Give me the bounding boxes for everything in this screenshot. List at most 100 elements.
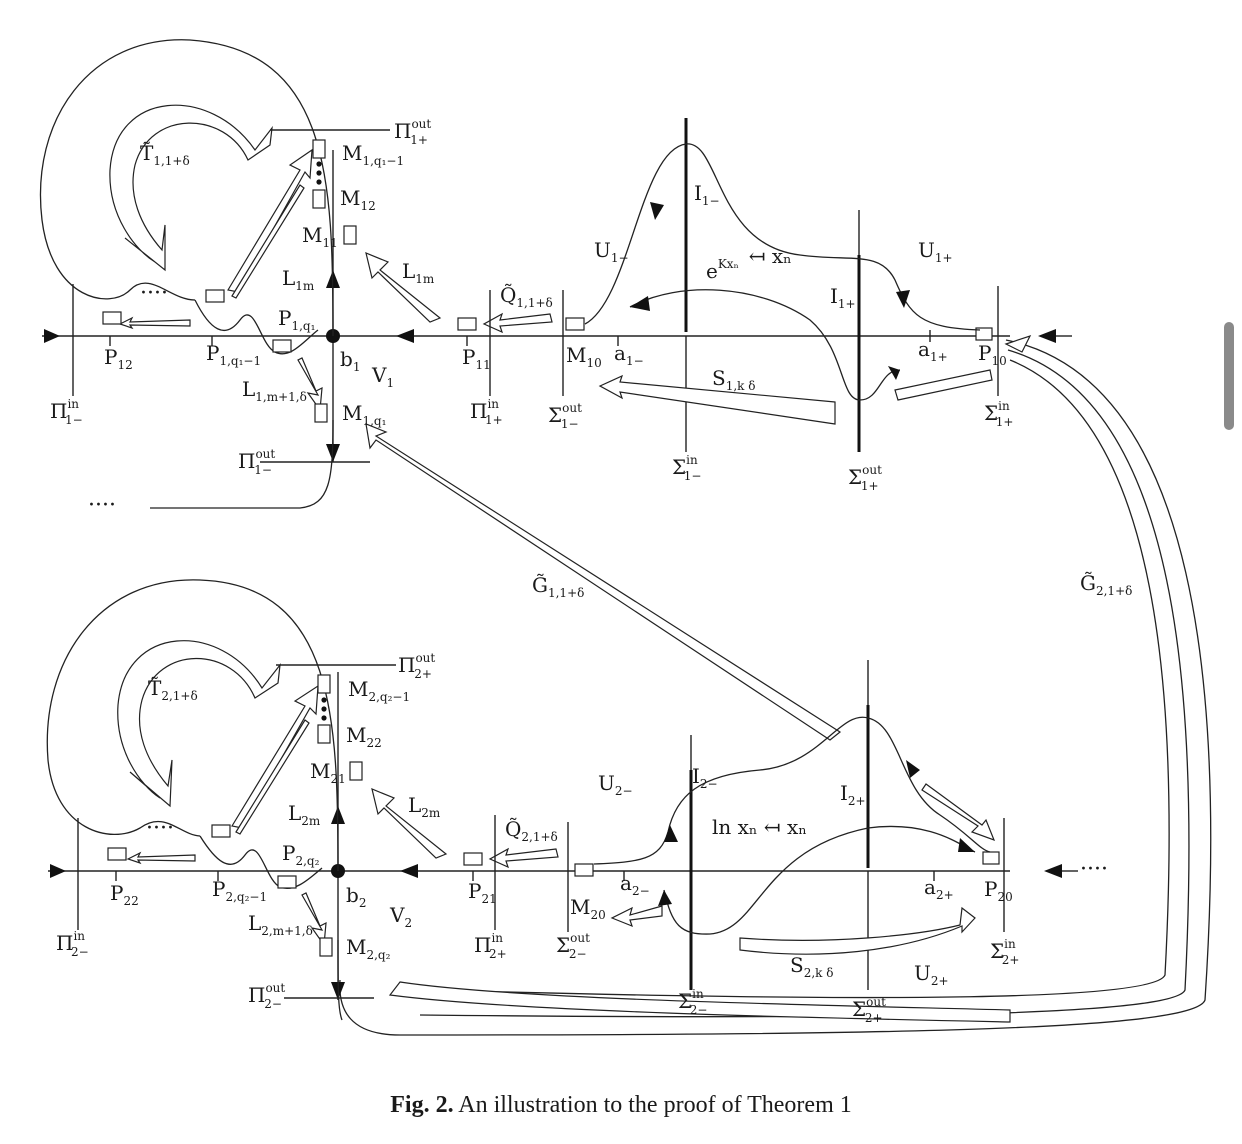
arrow-icon (326, 444, 340, 462)
scrollbar-thumb[interactable] (1224, 322, 1234, 430)
figure-number: Fig. 2. (390, 1092, 454, 1118)
arrow-icon (658, 890, 672, 906)
box-m2q2 (319, 937, 333, 957)
label-U2m: U2− (598, 771, 633, 798)
label-P12: P12 (104, 345, 133, 372)
arrow-icon (396, 329, 414, 343)
q2-arrow (488, 847, 559, 869)
label-M22: M22 (346, 723, 382, 750)
t-map-arrow-1 (109, 104, 273, 272)
label-M21: M21 (310, 759, 346, 786)
caption-text: An illustration to the proof of Theorem … (458, 1092, 852, 1118)
label-I1p: I1+ (830, 284, 856, 311)
box-m11 (343, 225, 357, 245)
loop-curve-2 (46, 579, 339, 872)
g21-arrow (339, 339, 1212, 1036)
label-a2p: a2+ (924, 875, 954, 902)
label-L2m_b: L2m (408, 793, 441, 820)
box-m21 (349, 761, 363, 781)
arrow-icon (630, 296, 650, 311)
label-b1: b1 (340, 347, 360, 374)
label-T2: T̃2,1+δ (148, 676, 198, 703)
label-P22: P22 (110, 881, 139, 908)
loop-curve-1 (39, 39, 334, 337)
label-P10: P10 (978, 341, 1007, 368)
label-a1m: a1− (614, 341, 644, 368)
arrow-icon (958, 838, 975, 852)
label-M11: M11 (302, 223, 338, 250)
label-V1: V1 (371, 363, 394, 390)
box-m2q2m1 (317, 674, 331, 694)
label-P21: P21 (468, 879, 497, 906)
label-U1p: U1+ (918, 238, 953, 265)
label-G21: G̃2,1+δ (1080, 571, 1132, 598)
label-M2q2m1: M2,q₂−1 (348, 677, 410, 704)
label-Q1: Q̃1,1+δ (500, 283, 553, 310)
label-S2: S2,k δ (790, 953, 833, 980)
q1-arrow (482, 312, 553, 334)
label-M1q1m1: M1,q₁−1 (342, 141, 404, 168)
arrow-icon (400, 864, 418, 878)
s1-wide-arrow (598, 374, 836, 425)
arrow-icon (1038, 329, 1056, 343)
label-I2p: I2+ (840, 781, 866, 808)
s2-curve (663, 825, 976, 935)
l2m-arrow (231, 684, 319, 829)
label-L1m_a: L1m (282, 266, 315, 293)
label-dots: ···· (146, 816, 174, 841)
arrow-icon (906, 760, 920, 778)
label-P1q1: P1,q₁ (278, 306, 315, 333)
label-U1m: U1− (594, 238, 629, 265)
label-b2: b2 (346, 883, 366, 910)
label-M2q2: M2,q₂ (346, 935, 391, 962)
label-V2: V2 (389, 903, 412, 930)
arrow-icon (50, 864, 66, 878)
label-P1q1m1: P1,q₁−1 (206, 341, 261, 368)
l2m-input-arrow (371, 788, 448, 859)
label-U2p: U2+ (914, 961, 949, 988)
label-L1m_b: L1m (402, 259, 435, 286)
arrow-icon (664, 825, 678, 842)
label-I2m: I2− (692, 764, 718, 791)
label-M20: M20 (570, 895, 606, 922)
l1m-arrow (227, 148, 313, 293)
label-a1p: a1+ (918, 337, 948, 364)
label-dots: ···· (1080, 857, 1108, 882)
t-map-arrow-2 (117, 640, 281, 808)
label-a2m: a2− (620, 871, 650, 898)
l1m-input-arrow (365, 252, 442, 323)
label-L2m_a: L2m (288, 801, 321, 828)
label-L2m1: L2,m+1,δ (248, 911, 313, 938)
box-m22 (317, 724, 331, 744)
arrow-icon (44, 329, 60, 343)
lower-subsystem (46, 579, 1078, 1023)
label-S1: S1,k δ (712, 366, 755, 393)
figure-caption: Fig. 2. An illustration to the proof of … (0, 1092, 1242, 1119)
label-I1m: I1− (694, 181, 720, 208)
g11-arrow (365, 423, 842, 741)
box-m1q1 (314, 403, 328, 423)
label-M10: M10 (566, 343, 602, 370)
label-G11: G̃1,1+δ (532, 573, 584, 600)
label-M1q1: M1,q₁ (342, 401, 386, 428)
box-m1q1m1 (312, 139, 326, 159)
label-Q2: Q̃2,1+δ (505, 817, 558, 844)
label-P2q2: P2,q₂ (282, 841, 320, 868)
label-L1m1: L1,m+1,δ (242, 377, 307, 404)
label-T1: T̃1,1+δ (140, 141, 190, 168)
